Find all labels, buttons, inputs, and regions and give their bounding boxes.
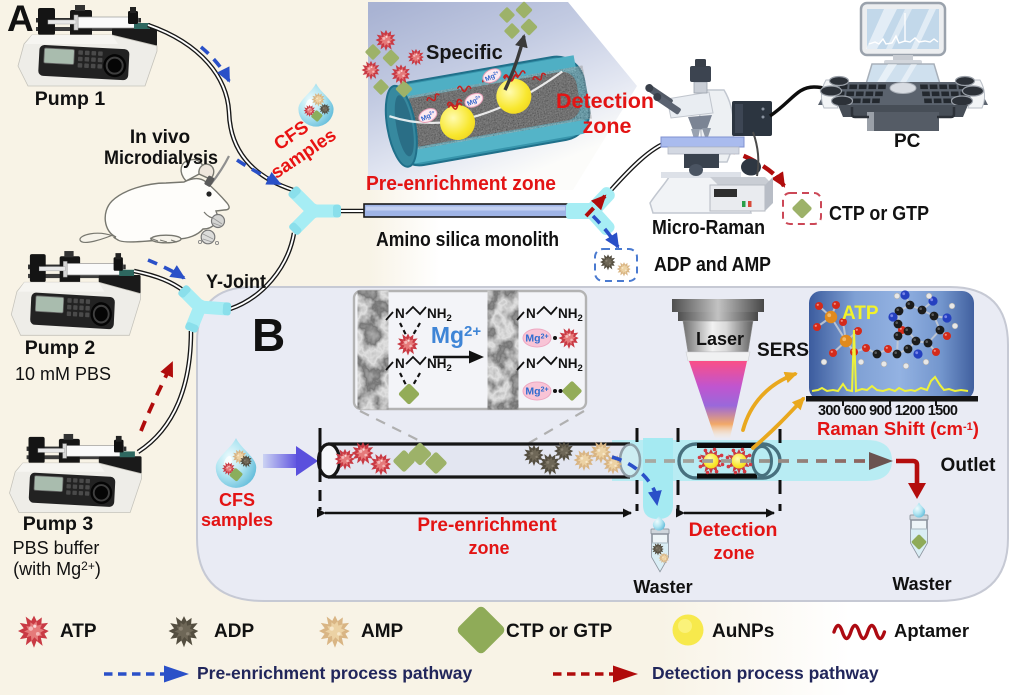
svg-text:Detection: Detection <box>556 89 654 113</box>
svg-text:ATP: ATP <box>60 621 97 642</box>
svg-text:Micro-Raman: Micro-Raman <box>652 217 765 239</box>
svg-text:Waster: Waster <box>892 574 951 594</box>
svg-text:ATP: ATP <box>842 303 879 324</box>
svg-text:AMP: AMP <box>361 621 404 642</box>
svg-text:NH2: NH2 <box>427 306 452 324</box>
svg-text:NH2: NH2 <box>427 356 452 374</box>
svg-text:Pre-enrichment: Pre-enrichment <box>417 515 557 536</box>
svg-text:A: A <box>7 0 34 39</box>
svg-text:PBS buffer: PBS buffer <box>13 538 100 558</box>
svg-text:NH2: NH2 <box>558 306 583 324</box>
svg-text:zone: zone <box>468 538 509 558</box>
svg-text:Amino silica monolith: Amino silica monolith <box>376 229 559 251</box>
svg-text:SERS: SERS <box>757 340 809 361</box>
svg-text:CTP or GTP: CTP or GTP <box>829 203 929 225</box>
svg-text:Detection: Detection <box>689 519 778 541</box>
svg-text:samples: samples <box>201 510 273 530</box>
svg-text:N: N <box>526 306 536 321</box>
svg-text:AuNPs: AuNPs <box>712 621 774 642</box>
svg-text:PC: PC <box>894 131 921 152</box>
svg-text:N: N <box>395 306 405 321</box>
svg-text:NH2: NH2 <box>558 356 583 374</box>
svg-text:Raman Shift (cm-1): Raman Shift (cm-1) <box>817 418 979 439</box>
svg-text:Pump 3: Pump 3 <box>23 513 94 535</box>
svg-text:ADP and AMP: ADP and AMP <box>654 254 771 276</box>
svg-text:(with Mg2+): (with Mg2+) <box>13 559 101 579</box>
svg-text:Microdialysis: Microdialysis <box>104 148 218 169</box>
svg-text:zone: zone <box>583 114 632 138</box>
svg-text:ADP: ADP <box>214 621 254 642</box>
svg-text:Pre-enrichment process pathway: Pre-enrichment process pathway <box>197 663 472 683</box>
svg-text:Pre-enrichment zone: Pre-enrichment zone <box>366 172 556 195</box>
svg-text:Pump 1: Pump 1 <box>35 88 106 110</box>
svg-text:Pump 2: Pump 2 <box>25 337 96 359</box>
svg-text:CFS: CFS <box>219 490 255 510</box>
svg-text:B: B <box>252 309 285 361</box>
svg-text:10 mM PBS: 10 mM PBS <box>15 364 111 384</box>
svg-text:In vivo: In vivo <box>130 127 190 148</box>
svg-text:CTP or GTP: CTP or GTP <box>506 621 613 642</box>
svg-text:300 600 900 1200 1500: 300 600 900 1200 1500 <box>818 403 958 419</box>
svg-text:Laser: Laser <box>696 329 744 349</box>
svg-text:Y-Joint: Y-Joint <box>206 272 267 293</box>
svg-text:Detection process pathway: Detection process pathway <box>652 663 879 683</box>
svg-text:Specific: Specific <box>426 42 503 64</box>
svg-text:Outlet: Outlet <box>941 455 997 476</box>
svg-text:Waster: Waster <box>633 577 692 597</box>
svg-text:N: N <box>526 356 536 371</box>
svg-text:N: N <box>395 356 405 371</box>
svg-text:Aptamer: Aptamer <box>894 620 969 641</box>
svg-text:zone: zone <box>713 543 754 563</box>
